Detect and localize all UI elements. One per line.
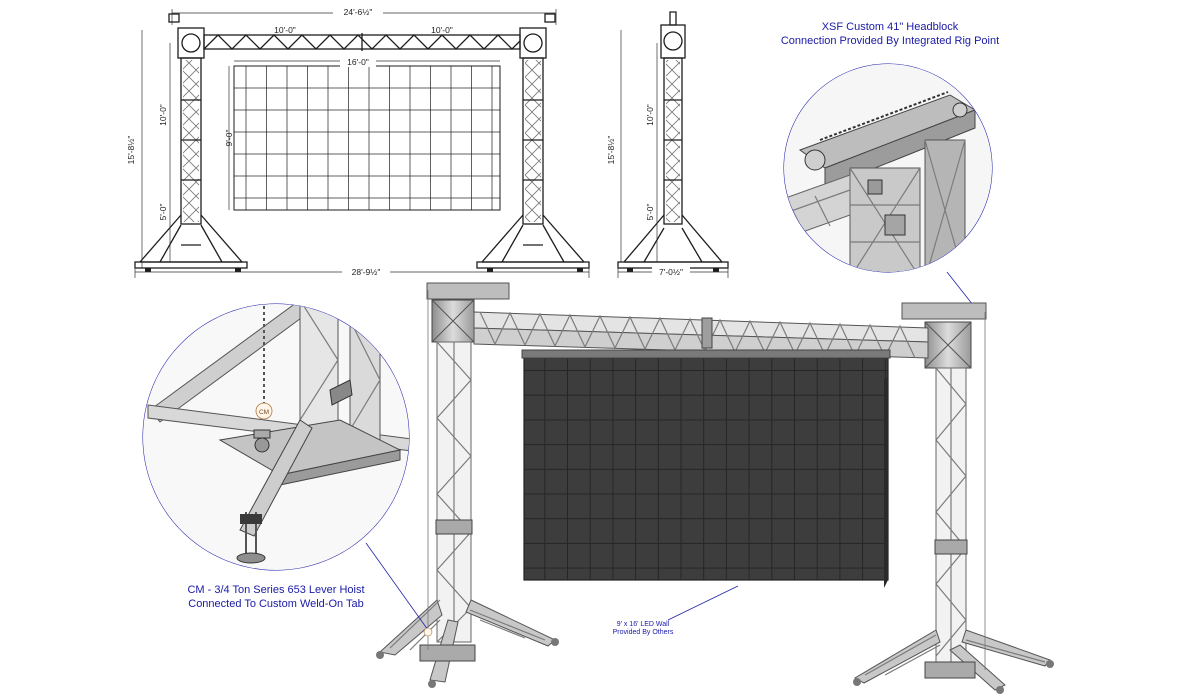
wall-height-dim: 9'-0" <box>224 130 234 147</box>
headblock-callout-title: XSF Custom 41" Headblock <box>822 21 959 33</box>
front-top-truss <box>203 33 521 51</box>
upper-height-dim: 10'-0" <box>158 104 168 126</box>
led-wall-3d <box>523 357 889 581</box>
cm-hoist-tag <box>255 402 273 420</box>
top-span-right-dim: 10'-0" <box>431 25 453 35</box>
side-base-width-dim: 7'-0½" <box>659 267 683 277</box>
right-tower-3d <box>853 302 1054 694</box>
wall-width-dim: 16'-0" <box>347 57 369 67</box>
base-width-dim: 28'-9½" <box>352 267 381 277</box>
headblock-detail-circle <box>783 63 993 273</box>
hoist-callout-subtitle: Connected To Custom Weld-On Tab <box>188 598 363 610</box>
hoist-callout-title: CM - 3/4 Ton Series 653 Lever Hoist <box>187 584 364 596</box>
hoist-detail-circle: CM <box>142 303 410 571</box>
overall-width-dim: 24'-6½" <box>344 7 373 17</box>
left-tower <box>134 13 248 272</box>
perspective-view <box>376 282 1054 694</box>
total-height-dim: 15'-8½" <box>126 136 136 165</box>
led-wall-note-line2: Provided By Others <box>613 629 674 636</box>
headblock-callout-subtitle: Connection Provided By Integrated Rig Po… <box>781 35 999 47</box>
led-wall-front <box>233 65 501 211</box>
side-total-height-dim: 15'-8½" <box>606 136 616 165</box>
cm-hoist-tag-label: CM <box>259 409 269 416</box>
led-wall-note-line1: 9' x 16' LED Wall <box>617 621 670 628</box>
left-tower-3d <box>376 282 559 688</box>
side-lower-height-dim: 5'-0" <box>645 204 655 221</box>
side-elevation: 15'-8½" 10'-0" 5'-0" 7'-0½" <box>606 11 729 278</box>
side-upper-height-dim: 10'-0" <box>645 104 655 126</box>
lower-height-dim: 5'-0" <box>158 204 168 221</box>
front-elevation: 24'-6½" <box>126 6 590 278</box>
top-span-left-dim: 10'-0" <box>274 25 296 35</box>
